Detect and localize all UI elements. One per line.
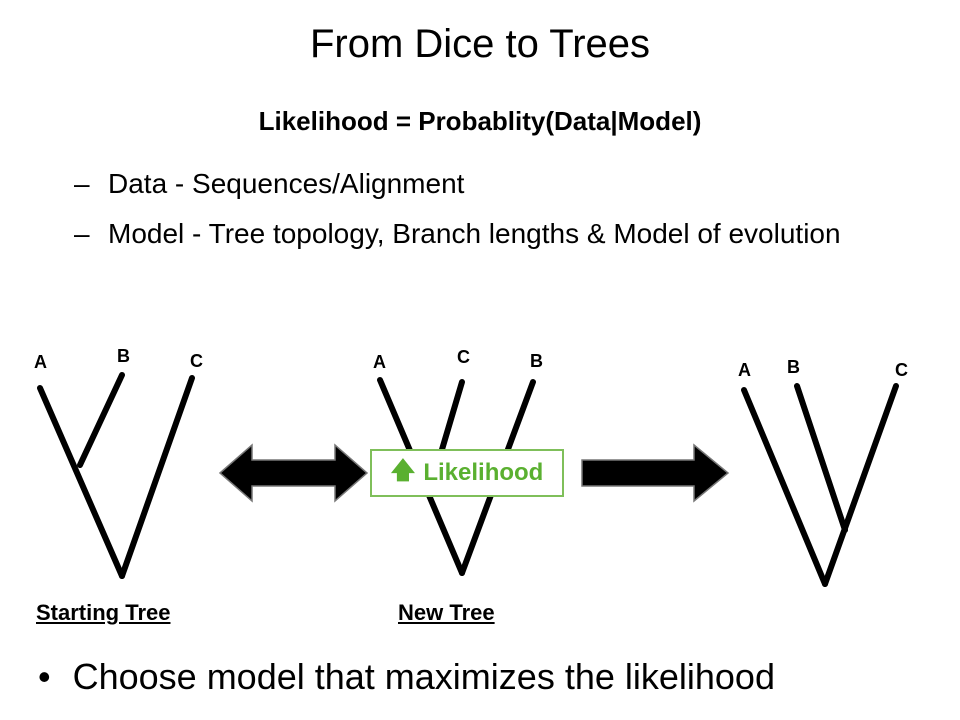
bottom-bullet: • Choose model that maximizes the likelih… bbox=[38, 656, 775, 698]
tree-branch bbox=[741, 387, 828, 587]
tree-branch bbox=[119, 375, 195, 579]
tree-branch bbox=[37, 385, 125, 579]
leaf-label: A bbox=[34, 352, 47, 372]
double-arrow-icon bbox=[218, 443, 369, 503]
leaf-label: B bbox=[117, 346, 130, 366]
bullet-dot-icon: • bbox=[38, 656, 51, 697]
bottom-bullet-text: Choose model that maximizes the likeliho… bbox=[72, 656, 775, 697]
leaf-label: B bbox=[530, 351, 543, 371]
starting-tree bbox=[37, 372, 195, 579]
likelihood-badge: 🡅 Likelihood bbox=[370, 449, 564, 497]
sub-bullet-data: – Data - Sequences/Alignment bbox=[74, 166, 874, 202]
sub-bullet-text: Data - Sequences/Alignment bbox=[108, 168, 465, 199]
new-tree-label: New Tree bbox=[398, 600, 495, 625]
tree-branch bbox=[794, 383, 848, 533]
right-arrow-icon bbox=[581, 443, 730, 503]
third-tree bbox=[741, 383, 899, 587]
leaf-label: C bbox=[457, 347, 470, 367]
leaf-label: C bbox=[895, 360, 908, 380]
leaf-label: A bbox=[738, 360, 751, 380]
leaf-label: C bbox=[190, 351, 203, 371]
up-arrow-icon: 🡅 bbox=[390, 456, 416, 484]
tree-branch bbox=[822, 383, 899, 587]
leaf-label: B bbox=[787, 357, 800, 377]
sub-bullet-text: Model - Tree topology, Branch lengths & … bbox=[108, 218, 841, 249]
dash-marker: – bbox=[74, 168, 90, 199]
dash-marker: – bbox=[74, 218, 90, 249]
tree-branch bbox=[77, 372, 125, 468]
slide-title: From Dice to Trees bbox=[309, 22, 651, 66]
sub-bullet-list: – Data - Sequences/Alignment – Model - T… bbox=[74, 166, 874, 266]
sub-bullet-model: – Model - Tree topology, Branch lengths … bbox=[74, 216, 874, 252]
leaf-label: A bbox=[373, 352, 386, 372]
likelihood-label: Likelihood bbox=[423, 459, 544, 486]
starting-tree-label: Starting Tree bbox=[36, 600, 171, 625]
likelihood-formula: Likelihood = Probablity(Data|Model) bbox=[258, 106, 702, 136]
